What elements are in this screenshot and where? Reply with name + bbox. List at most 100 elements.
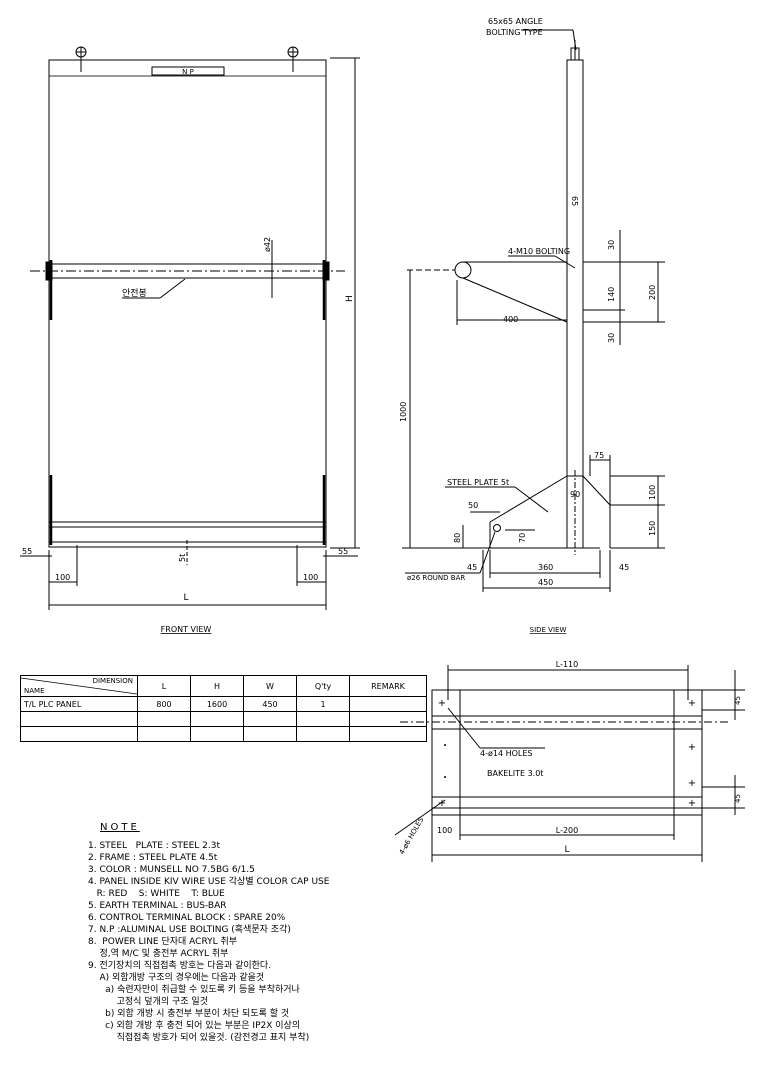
dim-5t: 5t (178, 554, 187, 562)
side-400: 400 (503, 315, 518, 324)
header-l: L (137, 675, 191, 697)
table-corner-cell: DIMENSION NAME (20, 675, 138, 697)
note-line: 6. CONTROL TERMINAL BLOCK : SPARE 20% (88, 913, 286, 923)
dim-55-right: 55 (338, 547, 348, 556)
angle-label: 65x65 ANGLE (488, 17, 543, 26)
spec-table: DIMENSION NAME L H W Q'ty REMARK T/L PLC… (20, 675, 427, 742)
dim-100-left: 100 (55, 573, 70, 582)
side-200: 200 (648, 285, 657, 300)
side-90: 90 (570, 490, 580, 499)
front-view-panel (20, 46, 360, 610)
note-line: a) 숙련자만이 취급할 수 있도록 키 등을 부착하거나 (88, 985, 300, 995)
note-line: 9. 전기장치의 직접접촉 방호는 다음과 같이한다. (88, 961, 272, 971)
safety-bar-label: 안전봉 (122, 288, 147, 299)
header-w: W (243, 675, 297, 697)
plan-100: 100 (437, 826, 452, 835)
corner-diagonal (21, 677, 137, 695)
plan-l110: L-110 (556, 660, 578, 669)
cell-name (20, 711, 138, 727)
side-30-top: 30 (607, 240, 616, 250)
plan-holes14: 4-ø14 HOLES (480, 749, 533, 758)
side-50: 50 (468, 501, 478, 510)
plan-l200: L-200 (556, 826, 578, 835)
cell-h (190, 726, 244, 742)
side-view (402, 29, 665, 592)
note-line: 고정식 덮개의 구조 일것 (88, 997, 208, 1007)
cell-l: 800 (137, 696, 191, 712)
note-line: 1. STEEL PLATE : STEEL 2.3t (88, 841, 220, 851)
note-line: 직접접촉 방호가 되어 있을것. (감전경고 표지 부착) (88, 1033, 310, 1043)
side-30-bottom: 30 (607, 333, 616, 343)
side-45-right: 45 (619, 563, 629, 572)
note-line: 5. EARTH TERMINAL : BUS-BAR (88, 901, 227, 911)
note-line: 3. COLOR : MUNSELL NO 7.5BG 6/1.5 (88, 865, 255, 875)
cell-remark (349, 696, 427, 712)
corner-top-label: DIMENSION (92, 677, 133, 685)
side-100: 100 (648, 485, 657, 500)
cell-remark (349, 726, 427, 742)
plan-l: L (564, 845, 569, 855)
note-line: A) 외함개방 구조의 경우에는 다음과 같을것 (88, 973, 265, 983)
header-qty: Q'ty (296, 675, 350, 697)
side-45-left: 45 (467, 563, 477, 572)
cell-w (243, 726, 297, 742)
table-row (20, 711, 427, 727)
cell-h (190, 711, 244, 727)
svg-text:+: + (688, 798, 696, 809)
header-remark: REMARK (349, 675, 427, 697)
note-line: 정,역 M/C 및 충전부 ACRYL 취부 (88, 949, 229, 959)
cell-remark (349, 711, 427, 727)
plan-bakelite: BAKELITE 3.0t (487, 769, 543, 778)
corner-bottom-label: NAME (24, 687, 45, 695)
cell-h: 1600 (190, 696, 244, 712)
svg-text:+: + (688, 778, 696, 789)
dim-55-left: 55 (22, 547, 32, 556)
side-450: 450 (538, 578, 553, 587)
note-title: NOTE (100, 822, 140, 833)
header-h: H (190, 675, 244, 697)
note-line: 4. PANEL INSIDE KIV WIRE USE 각상별 COLOR C… (88, 877, 330, 887)
dia42-label: ø42 (263, 237, 272, 252)
side-150: 150 (648, 521, 657, 536)
plan-view (394, 665, 745, 862)
cell-w: 450 (243, 696, 297, 712)
note-line: 2. FRAME : STEEL PLATE 4.5t (88, 853, 218, 863)
note-line: 8. POWER LINE 단자대 ACRYL 취부 (88, 937, 238, 947)
cell-name: T/L PLC PANEL (20, 696, 138, 712)
plan-45-top: 45 (734, 696, 742, 705)
table-header-row: DIMENSION NAME L H W Q'ty REMARK (20, 675, 427, 697)
side-1000: 1000 (399, 402, 408, 422)
side-75: 75 (594, 451, 604, 460)
cell-qty (296, 711, 350, 727)
cell-name (20, 726, 138, 742)
dim-100-right: 100 (303, 573, 318, 582)
side-view-caption: SIDE VIEW (530, 626, 567, 634)
table-row: T/L PLC PANEL 800 1600 450 1 (20, 696, 427, 712)
side-65: 65 (570, 196, 579, 206)
cell-l (137, 726, 191, 742)
plan-45-bottom: 45 (734, 794, 742, 803)
cell-w (243, 711, 297, 727)
cell-l (137, 711, 191, 727)
m10-label: 4-M10 BOLTING (508, 247, 570, 256)
note-line: R: RED S: WHITE T: BLUE (88, 889, 225, 899)
h-label: H (345, 295, 355, 302)
plan-markers: + + + + + + (438, 698, 696, 809)
side-360: 360 (538, 563, 553, 572)
svg-text:+: + (438, 698, 446, 709)
table-row (20, 726, 427, 742)
notes-block: NOTE 1. STEEL PLATE : STEEL 2.3t 2. FRAM… (88, 822, 508, 1044)
svg-text:+: + (438, 798, 446, 809)
side-80: 80 (453, 533, 462, 543)
round-bar-label: ø26 ROUND BAR (407, 574, 465, 582)
front-view-caption: FRONT VIEW (161, 625, 212, 634)
l-label: L (183, 593, 188, 603)
svg-text:+: + (688, 698, 696, 709)
cell-qty (296, 726, 350, 742)
side-70: 70 (518, 533, 527, 543)
cell-qty: 1 (296, 696, 350, 712)
steel-plate-label: STEEL PLATE 5t (447, 478, 509, 487)
np-label: N P (182, 68, 194, 76)
note-line: c) 외함 개방 후 충전 되어 있는 부분은 IP2X 이상의 (88, 1021, 301, 1031)
